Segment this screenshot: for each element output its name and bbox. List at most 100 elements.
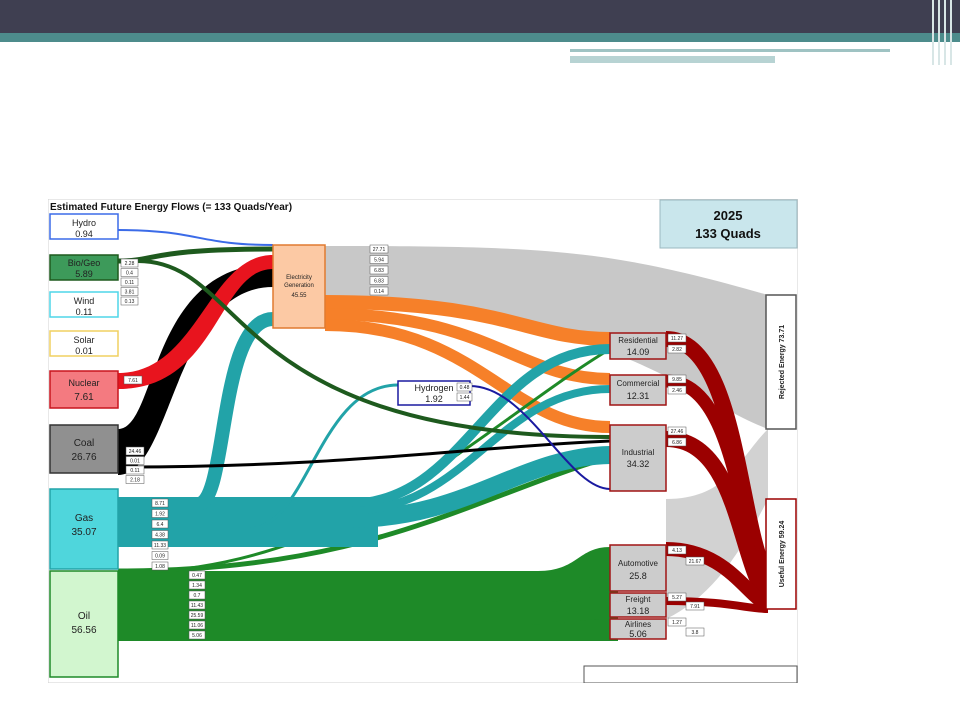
- node-freight-name: Freight: [626, 595, 652, 604]
- flow-label-electricity-value: 6.83: [374, 279, 384, 285]
- node-residential-name: Residential: [618, 336, 658, 345]
- node-wind-value: 0.11: [76, 307, 93, 317]
- node-airlines-value: 5.06: [629, 629, 647, 639]
- node-useful: Useful Energy 59.24: [765, 498, 797, 610]
- flow-gas-hydrogen: [247, 383, 399, 531]
- flow-label-gas: 4.38: [151, 530, 169, 539]
- flow-electric-industrial: [324, 319, 611, 433]
- node-biogeo-name: Bio/Geo: [68, 258, 101, 268]
- flow-label-industrial-value: 27.46: [671, 429, 684, 435]
- flow-label-residential: 11.27: [667, 333, 687, 343]
- flow-label-airlines: 1.27: [667, 617, 687, 627]
- node-residential-value: 14.09: [627, 347, 650, 357]
- source-nodes: Hydro 0.94 Bio/Geo 5.89 Wind 0.11 Solar …: [49, 213, 119, 678]
- header-dark-band: [0, 0, 960, 33]
- node-industrial-value: 34.32: [627, 459, 650, 469]
- flow-label-gas: 1.08: [151, 561, 169, 571]
- flow-label-oil-value: 11.43: [191, 603, 203, 609]
- flow-label-industrial: 6.86: [667, 437, 687, 447]
- flow-label-residential-value: 11.27: [671, 336, 683, 342]
- flow-label-airlines-value: 1.27: [672, 620, 682, 626]
- node-electricity-value: 45.55: [291, 293, 307, 299]
- node-wind: [49, 291, 119, 318]
- flow-oil-automotive: [538, 547, 610, 603]
- flow-label-biogeo: 3.81: [120, 287, 139, 296]
- flow-label-airlines-value: 3.8: [692, 630, 699, 636]
- flow-label-gas-value: 4.38: [155, 533, 165, 539]
- node-freight: [609, 592, 667, 618]
- node-hydrogen-name: Hydrogen: [414, 383, 453, 393]
- flow-label-nuclear-value: 7.61: [128, 378, 138, 384]
- node-oil-name: Oil: [78, 611, 90, 622]
- node-hydro: [49, 213, 119, 240]
- flow-label-freight: 7.91: [685, 601, 705, 611]
- flow-label-coal: 0.11: [125, 465, 145, 475]
- flow-label-oil: 5.06: [188, 630, 206, 640]
- header-accent-line: [570, 49, 890, 52]
- flow-label-commercial-value: 9.85: [672, 377, 682, 383]
- flow-label-oil-value: 0.47: [192, 573, 202, 579]
- flow-label-residential-value: 2.82: [672, 347, 682, 353]
- flow-label-oil: 0.47: [188, 570, 206, 580]
- flow-label-biogeo-value: 2.28: [125, 261, 135, 267]
- node-nuclear: [49, 370, 119, 409]
- flow-label-coal-value: 0.01: [130, 459, 140, 465]
- flow-label-coal-value: 2.18: [130, 478, 140, 484]
- node-freight-value: 13.18: [627, 606, 650, 616]
- node-gas-value: 35.07: [71, 527, 96, 538]
- header-stripes: [930, 0, 960, 65]
- node-nuclear-name: Nuclear: [68, 378, 99, 388]
- flow-label-gas: 11.33: [151, 540, 169, 550]
- node-coal-value: 26.76: [71, 452, 96, 463]
- node-biogeo-value: 5.89: [75, 269, 93, 279]
- node-airlines-name: Airlines: [625, 620, 651, 629]
- flow-label-oil-value: 1.34: [192, 583, 202, 589]
- flow-electric-commercial: [324, 308, 611, 385]
- flow-hydro: [117, 229, 274, 246]
- flow-rejected: [325, 246, 768, 429]
- flow-label-oil-value: 5.06: [192, 633, 202, 639]
- node-rejected-label: Rejected Energy 73.71: [779, 325, 786, 399]
- header-accent-line-2: [570, 56, 775, 63]
- node-gas-name: Gas: [75, 513, 93, 524]
- flow-label-gas: 6.4: [151, 519, 169, 529]
- flow-label-electricity-value: 27.71: [373, 247, 386, 253]
- flow-useful-3: [665, 431, 775, 604]
- flow-label-electricity: 0.14: [369, 286, 389, 296]
- node-automotive-name: Automotive: [618, 559, 659, 568]
- flow-label-coal: 24.46: [125, 446, 145, 456]
- node-automotive: [609, 544, 667, 592]
- flow-label-gas-value: 0.09: [155, 554, 165, 560]
- node-solar-name: Solar: [73, 335, 94, 345]
- flow-label-gas-value: 1.08: [155, 564, 165, 570]
- node-solar-value: 0.01: [75, 346, 93, 356]
- flow-label-commercial-value: 2.46: [672, 388, 682, 394]
- sector-nodes: Residential 14.09 Commercial 12.31 Indus…: [609, 332, 667, 640]
- flow-label-biogeo-value: 0.13: [125, 299, 135, 305]
- node-gas: [49, 488, 119, 570]
- node-oil-value: 56.56: [71, 625, 96, 636]
- flow-label-gas-value: 8.71: [155, 501, 165, 507]
- flow-label-biogeo-value: 3.81: [125, 290, 135, 296]
- node-automotive-value: 25.8: [629, 571, 647, 581]
- flow-label-biogeo: 0.4: [120, 268, 139, 277]
- flow-label-gas-value: 1.92: [155, 512, 165, 518]
- flow-coal-electric: [118, 264, 273, 475]
- flow-gas-electric: [195, 312, 275, 511]
- flow-label-automotive-value: 21.67: [689, 559, 702, 565]
- flow-oil-airlines: [518, 619, 610, 641]
- flow-label-biogeo: 0.11: [120, 277, 139, 287]
- flow-nuclear: [118, 255, 273, 389]
- flow-label-gas-value: 11.33: [154, 543, 166, 549]
- flow-label-electricity: 6.83: [369, 265, 389, 275]
- node-useful-label: Useful Energy 59.24: [779, 521, 786, 588]
- node-rejected: Rejected Energy 73.71: [765, 294, 797, 430]
- node-residential: [609, 332, 667, 360]
- flow-label-freight-value: 5.27: [672, 595, 682, 601]
- flow-label-automotive-value: 4.13: [672, 548, 682, 554]
- flow-biogeo-industrial: [137, 259, 611, 439]
- flow-value-labels: 2.280.40.113.810.137.6124.460.010.112.18…: [120, 244, 705, 640]
- node-commercial-value: 12.31: [627, 391, 650, 401]
- flow-label-oil: 0.7: [188, 590, 206, 600]
